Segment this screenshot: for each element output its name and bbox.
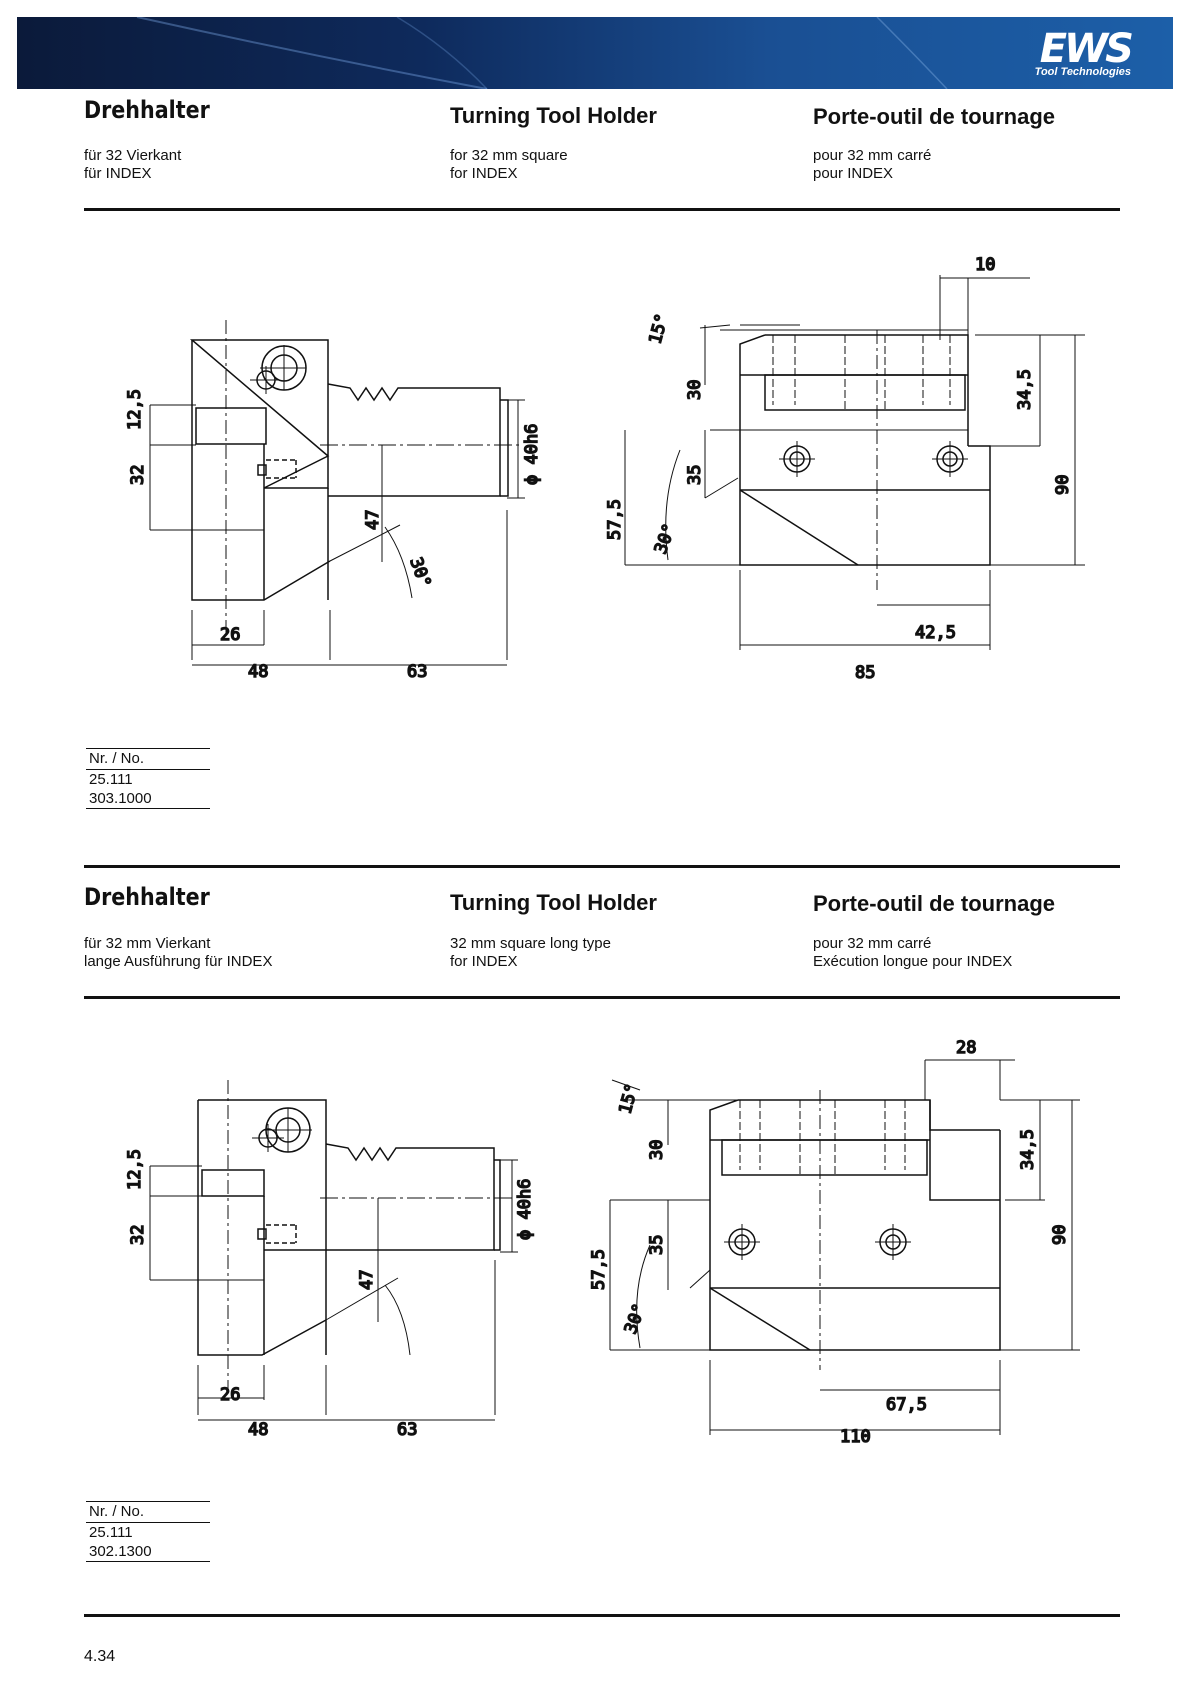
side-view <box>149 320 525 666</box>
divider <box>86 1501 210 1502</box>
dim-label: 30° <box>651 521 680 557</box>
divider <box>86 808 210 809</box>
nr-value: 302.1300 <box>89 1543 152 1560</box>
logo-tagline: Tool Technologies <box>1034 66 1131 78</box>
dim-label: 48 <box>248 662 268 682</box>
side-view <box>149 1080 518 1421</box>
dim-label: 67,5 <box>886 1395 927 1415</box>
section2-article-number: Nr. / No. 25.111 302.1300 <box>86 1501 210 1562</box>
dim-label: 34,5 <box>1015 369 1035 410</box>
subtitle-line: 32 mm square long type <box>450 935 611 952</box>
dim-label: 30° <box>621 1301 650 1337</box>
dim-label: 15° <box>646 311 673 346</box>
nr-value: 25.111 <box>89 1524 133 1541</box>
subtitle-line: für 32 mm Vierkant <box>84 935 211 952</box>
dim-label: 35 <box>647 1235 667 1255</box>
subtitle-line: Exécution longue pour INDEX <box>813 953 1013 970</box>
dim-label: 85 <box>855 663 875 683</box>
divider <box>86 1561 210 1562</box>
dim-label: 57,5 <box>605 499 625 540</box>
section2-title-en: Turning Tool Holder <box>450 890 657 915</box>
dim-label: 30 <box>685 380 705 400</box>
dim-label: 57,5 <box>589 1249 609 1290</box>
page-number: 4.34 <box>84 1648 116 1665</box>
header-banner: EWS Tool Technologies <box>17 17 1173 89</box>
section1-title-de: Drehhalter <box>84 96 210 124</box>
section2-subtitle-fr: pour 32 mm carré Exécution longue pour I… <box>813 935 1012 971</box>
nr-label: Nr. / No. <box>89 1503 145 1520</box>
dim-label: 48 <box>248 1420 268 1440</box>
dim-label: 26 <box>220 625 240 645</box>
section1-title-fr: Porte-outil de tournage <box>813 104 1055 129</box>
section2-title-de: Drehhalter <box>84 883 210 911</box>
dim-label: 90 <box>1053 475 1073 495</box>
ews-logo: EWS Tool Technologies <box>1034 26 1134 78</box>
dim-label: 90 <box>1050 1225 1070 1245</box>
footer-rule <box>84 1614 1120 1617</box>
nr-label: Nr. / No. <box>89 750 145 767</box>
dim-label: 47 <box>363 510 383 530</box>
subtitle-line: für 32 Vierkant <box>84 147 182 164</box>
dim-label: 32 <box>128 465 148 485</box>
divider <box>86 748 210 749</box>
subtitle-line: for INDEX <box>450 165 518 182</box>
nr-value: 25.111 <box>89 771 133 788</box>
subtitle-line: pour 32 mm carré <box>813 935 932 952</box>
dim-label: 32 <box>128 1225 148 1245</box>
section1-article-number: Nr. / No. 25.111 303.1000 <box>86 748 210 809</box>
section1-title-en: Turning Tool Holder <box>450 103 657 128</box>
dim-label: ϕ 40h6 <box>515 1179 535 1240</box>
section2-subtitle-en: 32 mm square long type for INDEX <box>450 935 611 971</box>
section2-title-fr: Porte-outil de tournage <box>813 891 1055 916</box>
section2-technical-drawing: 12,5 32 47 26 48 63 ϕ 40h6 28 15° 30 34,… <box>124 1037 1080 1448</box>
subtitle-line: for 32 mm square <box>450 147 568 164</box>
section1-subtitle-en: for 32 mm square for INDEX <box>450 147 568 183</box>
dim-label: 42,5 <box>915 623 956 643</box>
section2-rule <box>84 996 1120 999</box>
subtitle-line: für INDEX <box>84 165 152 182</box>
dim-label: 28 <box>956 1038 976 1058</box>
dim-label: 30 <box>647 1140 667 1160</box>
section2-top-rule <box>84 865 1120 868</box>
divider <box>86 1522 210 1523</box>
dim-label: 10 <box>975 255 995 275</box>
divider <box>86 769 210 770</box>
section1-rule <box>84 208 1120 211</box>
section1-subtitle-fr: pour 32 mm carré pour INDEX <box>813 147 931 183</box>
dim-label: 35 <box>685 465 705 485</box>
nr-value: 303.1000 <box>89 790 152 807</box>
dim-label: 110 <box>840 1427 871 1447</box>
subtitle-line: pour INDEX <box>813 165 894 182</box>
dim-label: ϕ 40h6 <box>522 424 542 485</box>
subtitle-line: for INDEX <box>450 953 518 970</box>
dim-label: 47 <box>357 1270 377 1290</box>
section1-technical-drawing: 12,5 32 47 30° 26 48 63 ϕ 40h6 10 15° 30… <box>124 254 1085 684</box>
dim-label: 12,5 <box>125 389 145 430</box>
dim-label: 63 <box>397 1420 417 1440</box>
section2-subtitle-de: für 32 mm Vierkant lange Ausführung für … <box>84 935 272 971</box>
subtitle-line: lange Ausführung für INDEX <box>84 953 273 970</box>
front-view <box>609 1059 1080 1435</box>
dim-label: 12,5 <box>125 1149 145 1190</box>
logo-mark: EWS <box>1039 26 1134 72</box>
section1-subtitle-de: für 32 Vierkant für INDEX <box>84 147 181 183</box>
dim-label: 15° <box>616 1081 643 1116</box>
front-view <box>624 275 1085 650</box>
banner-streaks <box>136 17 948 89</box>
dim-label: 26 <box>220 1385 240 1405</box>
dim-label: 63 <box>407 662 427 682</box>
dim-label: 34,5 <box>1018 1129 1038 1170</box>
subtitle-line: pour 32 mm carré <box>813 147 932 164</box>
